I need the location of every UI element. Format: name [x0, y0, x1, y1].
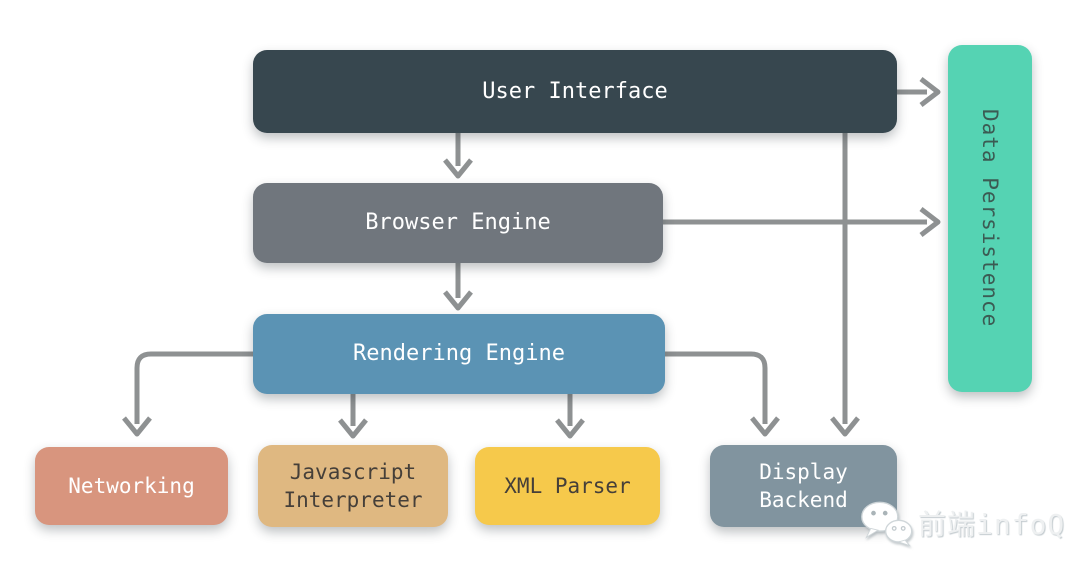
node-label: Browser Engine	[365, 210, 551, 236]
edge-rendering-to-display-backend	[665, 351, 768, 424]
arrowhead-down-icon	[338, 418, 368, 439]
node-label: Networking	[68, 473, 195, 498]
node-label: Data Persistence	[978, 109, 1003, 328]
arrowhead-down-icon	[443, 158, 473, 179]
node-label: User Interface	[482, 78, 668, 104]
arrowhead-down-icon	[555, 418, 585, 439]
node-data-persistence: Data Persistence	[948, 45, 1032, 392]
node-display-backend: Display Backend	[710, 445, 897, 527]
node-label: Javascript Interpreter	[283, 459, 423, 512]
arrowhead-down-icon	[122, 416, 152, 437]
edge-rendering-to-networking	[134, 351, 255, 424]
node-javascript-interpreter: Javascript Interpreter	[258, 445, 448, 527]
arrowhead-down-icon	[830, 416, 860, 437]
node-browser-engine: Browser Engine	[253, 183, 663, 263]
node-user-interface: User Interface	[253, 50, 897, 133]
arrowhead-down-icon	[750, 416, 780, 437]
node-xml-parser: XML Parser	[475, 447, 660, 525]
arrowhead-down-icon	[443, 290, 473, 311]
node-rendering-engine: Rendering Engine	[253, 314, 665, 394]
node-label: Rendering Engine	[353, 341, 565, 367]
node-label: Display Backend	[759, 459, 848, 512]
arrowhead-right-icon	[919, 207, 941, 237]
node-label: XML Parser	[504, 473, 631, 498]
node-networking: Networking	[35, 447, 228, 525]
arrowhead-right-icon	[919, 77, 941, 107]
